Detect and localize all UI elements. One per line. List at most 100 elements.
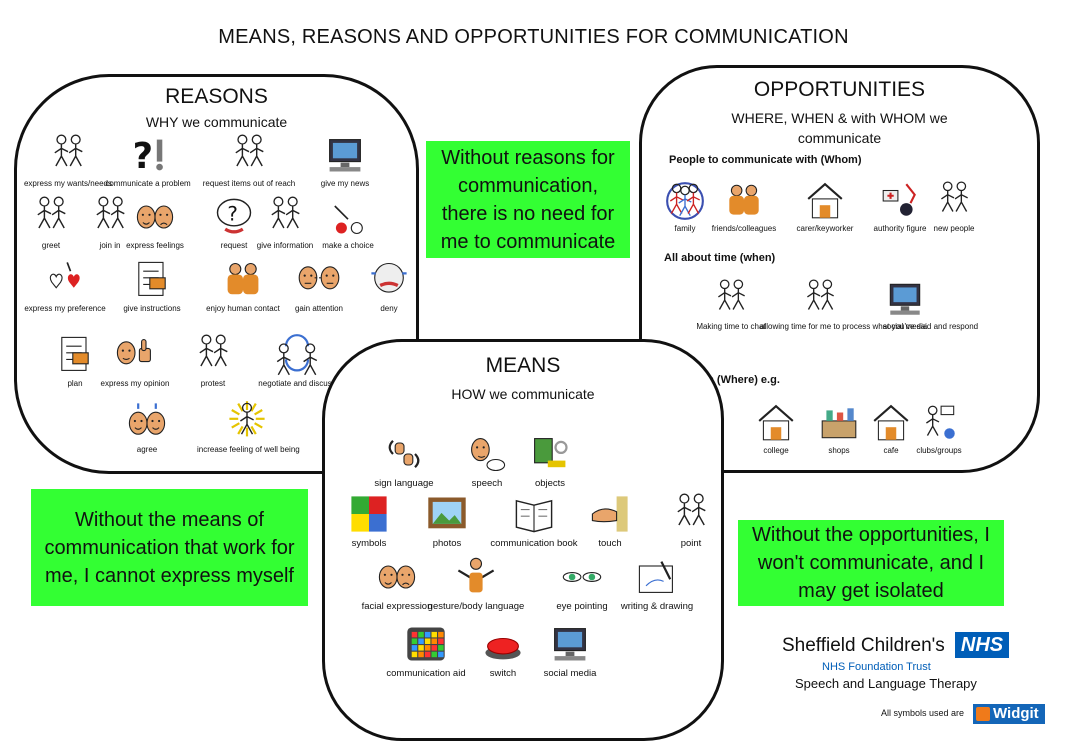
photo-frame-icon (428, 497, 466, 529)
symbol-label: communication book (490, 538, 578, 549)
reasons-subheading: WHY we communicate (145, 114, 288, 130)
svg-text:?: ? (133, 136, 153, 177)
symbol-item: protest (163, 333, 263, 388)
symbol-item: symbols (319, 492, 419, 549)
symbol-item: eye pointing (532, 555, 632, 612)
symbol-item: enjoy human contact (193, 258, 293, 313)
symbol-item: Making time to chat (676, 278, 786, 331)
person-wants-icon (54, 134, 83, 167)
symbol-label: join in (99, 241, 121, 250)
opinion-thumb-icon (116, 339, 151, 365)
book-icon (515, 499, 553, 533)
symbol-item: agree (97, 399, 197, 454)
opportunities-subheading: WHERE, WHEN & with WHOM we communicate (731, 110, 948, 146)
widgit-mark-icon (976, 707, 990, 721)
symbol-label: express my preference (24, 304, 106, 313)
question-exclamation-icon: ? (133, 136, 163, 177)
trust-name: NHS Foundation Trust (822, 661, 931, 673)
eyes-icon (562, 572, 602, 582)
symbol-item: clubs/groups (889, 402, 989, 455)
symbol-label: cafe (883, 446, 899, 455)
symbol-item: college (726, 402, 826, 455)
symbol-item: communication aid (376, 622, 476, 679)
authority-icon (882, 183, 916, 216)
shop-icon (821, 408, 857, 439)
symbol-label: photos (432, 538, 462, 549)
gesture-icon (457, 557, 495, 593)
symbol-item: carer/keyworker (775, 180, 875, 233)
greet-icon (37, 196, 66, 229)
give-information-icon (271, 196, 300, 229)
symbol-item: join in (60, 195, 160, 250)
computer-icon (889, 283, 921, 315)
reasons-heading: REASONS (165, 85, 268, 108)
join-in-icon (96, 196, 125, 229)
symbol-item: cafe (841, 402, 941, 455)
symbol-label: touch (598, 538, 622, 549)
means-heading: MEANS (485, 354, 561, 377)
symbol-item: shops (789, 402, 889, 455)
objects-icon (534, 438, 568, 468)
symbol-item: speech (437, 432, 537, 489)
plan-list-icon (61, 336, 89, 371)
symbol-item: allowing time for me to process what you… (760, 278, 978, 331)
symbol-item: ? request (184, 195, 284, 250)
symbol-label: point (680, 538, 702, 549)
symbol-label: carer/keyworker (796, 224, 854, 233)
symbol-label: gain attention (294, 304, 344, 313)
symbol-label: social media (543, 668, 597, 679)
symbol-item: writing & drawing (607, 555, 707, 612)
protest-icon (199, 334, 228, 367)
deny-icon (371, 262, 407, 293)
symbol-item: new people (904, 180, 1004, 233)
symbol-label: communication aid (386, 668, 466, 679)
symbol-label: give my news (320, 179, 370, 188)
symbol-item: express my opinion (85, 333, 185, 388)
writing-icon (638, 561, 673, 593)
symbol-label: eye pointing (556, 601, 608, 612)
cafe-icon (873, 404, 909, 441)
symbol-label: deny (380, 304, 398, 313)
chat-icon (718, 279, 745, 310)
opportunities-callout: Without the opportunities, I won't commu… (738, 520, 1004, 606)
human-contact-icon (227, 262, 259, 295)
symbol-label: social media (882, 322, 928, 331)
symbol-label: writing & drawing (620, 601, 694, 612)
symbol-item: give information (235, 195, 335, 250)
means-callout: Without the means of communication that … (31, 489, 308, 606)
computer-icon (554, 628, 586, 661)
symbol-item: give my news (295, 133, 395, 188)
symbol-item: make a choice (298, 195, 398, 250)
question-bubble-icon: ? (216, 198, 252, 234)
reach-up-icon (235, 134, 264, 167)
symbol-label: negotiate and discuss (258, 379, 336, 388)
symbol-item: social media (520, 622, 620, 679)
carer-house-icon (807, 182, 843, 219)
svg-text:?: ? (227, 202, 238, 225)
agree-faces-icon (128, 403, 166, 435)
widgit-wordmark: Widgit (993, 705, 1039, 722)
symbol-item: touch (560, 492, 660, 549)
symbol-label: speech (471, 478, 503, 489)
symbol-label: greet (41, 241, 61, 250)
symbol-label: express feelings (126, 241, 184, 250)
symbol-label: request (220, 241, 248, 250)
symbol-label: request items out of reach (202, 179, 296, 188)
time-heading: All about time (when) (664, 252, 776, 264)
negotiate-icon (276, 334, 318, 376)
symbol-label: facial expression (361, 601, 433, 612)
symbol-label: make a choice (322, 241, 374, 250)
symbol-item: sign language (354, 432, 454, 489)
symbol-label: communicate a problem (105, 179, 191, 188)
symbol-item: greet (1, 195, 101, 250)
symbol-item: friends/colleagues (694, 180, 794, 233)
symbols-note: All symbols used are (881, 708, 965, 718)
symbol-item: plan (25, 333, 125, 388)
symbol-label: Making time to chat (696, 322, 766, 331)
symbol-label: plan (67, 379, 83, 388)
switch-button-icon (485, 637, 521, 660)
reasons-callout: Without reasons for communication, there… (426, 141, 630, 258)
symbol-item: negotiate and discuss (247, 333, 347, 388)
symbol-label: sign language (374, 478, 434, 489)
new-people-icon (941, 181, 968, 212)
